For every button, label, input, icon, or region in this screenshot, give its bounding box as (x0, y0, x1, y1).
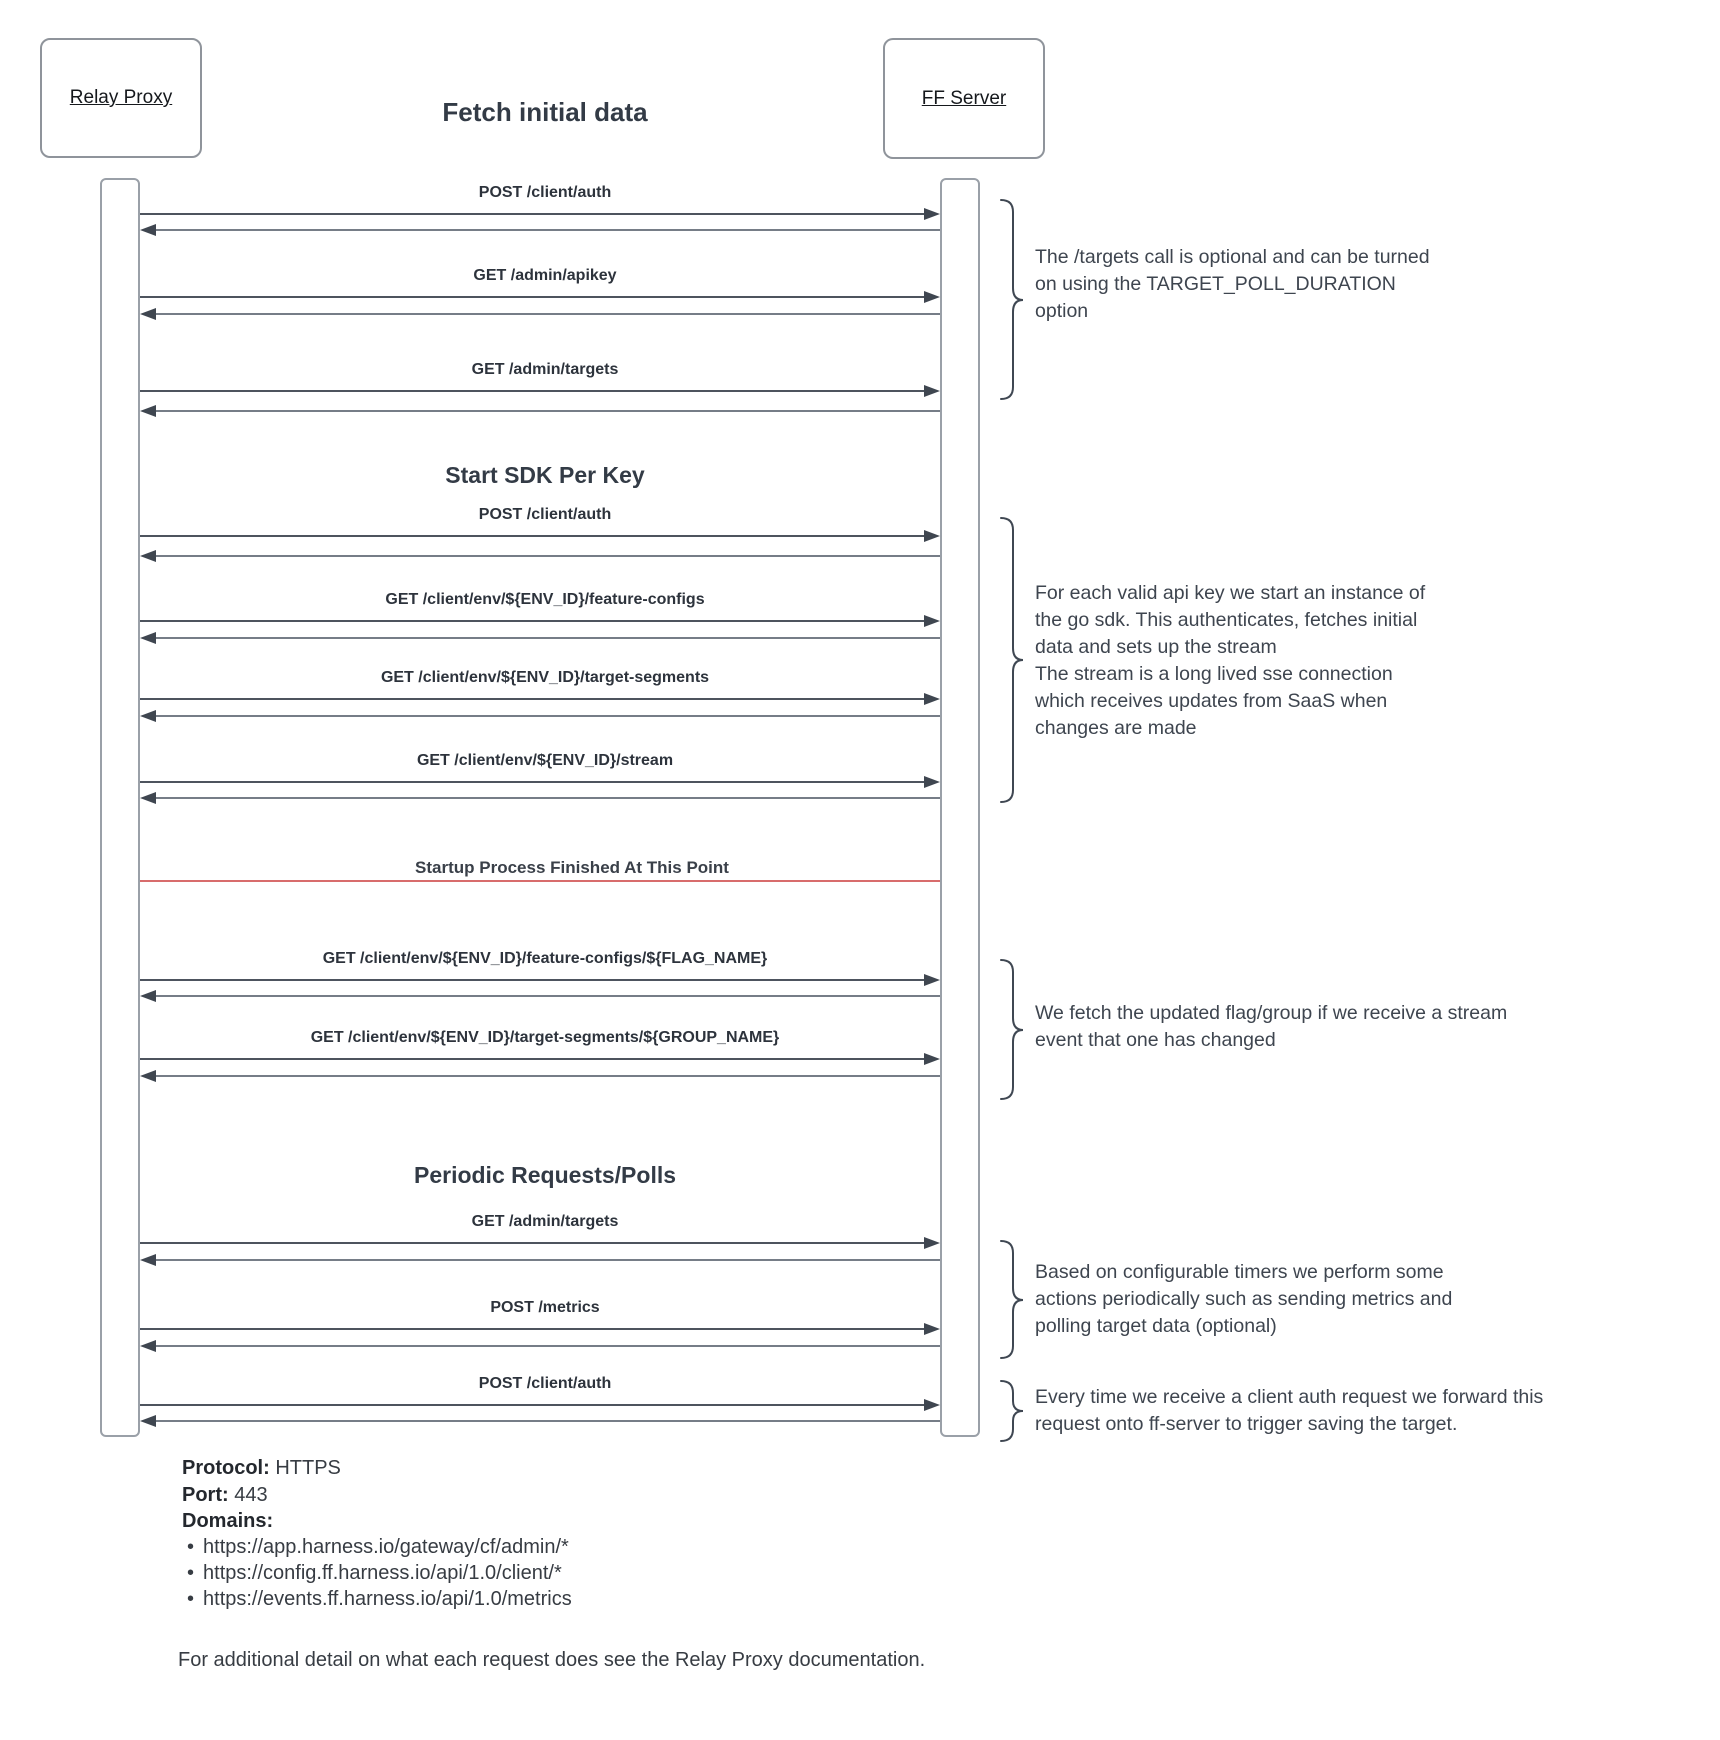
annotation-line: which receives updates from SaaS when (1035, 690, 1388, 712)
annotation-line: request onto ff-server to trigger saving… (1035, 1413, 1458, 1435)
port-value: 443 (234, 1484, 268, 1506)
protocol-row: Protocol: HTTPS (182, 1457, 341, 1480)
annotation-line: actions periodically such as sending met… (1035, 1288, 1453, 1310)
message-arrow-pair (140, 1053, 940, 1082)
message-label: GET /client/env/${ENV_ID}/target-segment… (380, 669, 710, 686)
message-label: GET /admin/targets (471, 361, 619, 378)
message-label: GET /admin/apikey (473, 267, 617, 284)
annotation-line: option (1035, 300, 1089, 322)
message-arrow-pair (140, 1323, 940, 1352)
annotation-line: changes are made (1035, 717, 1197, 739)
actor-label-ff-server: FF Server (921, 87, 1007, 109)
lifeline-bar-relay-proxy (100, 178, 140, 1437)
annotation-text: The /targets call is optional and can be… (1035, 244, 1430, 325)
message-arrow-pair (140, 1237, 940, 1266)
annotation-line: Every time we receive a client auth requ… (1035, 1386, 1544, 1408)
domain-url: https://config.ff.harness.io/api/1.0/cli… (203, 1562, 562, 1584)
section-header-start-sdk: Start SDK Per Key (445, 462, 645, 488)
annotation-line: The /targets call is optional and can be… (1035, 246, 1430, 268)
message-label: GET /client/env/${ENV_ID}/target-segment… (310, 1029, 780, 1046)
annotation-brace (1000, 959, 1024, 1100)
actor-box-relay-proxy: Relay Proxy (40, 38, 202, 158)
actor-box-ff-server: FF Server (883, 38, 1045, 159)
port-label: Port: (182, 1484, 229, 1506)
bullet-icon: • (187, 1562, 195, 1584)
section-header-periodic: Periodic Requests/Polls (413, 1162, 677, 1188)
message-arrow-pair (140, 776, 940, 804)
annotation-line: Based on configurable timers we perform … (1035, 1261, 1444, 1283)
message-label: POST /client/auth (478, 1375, 612, 1392)
message-label: GET /client/env/${ENV_ID}/feature-config… (322, 950, 768, 967)
domains-label: Domains: (182, 1510, 274, 1532)
message-arrow-pair (140, 615, 940, 644)
footer-note: For additional detail on what each reque… (178, 1649, 926, 1671)
annotation-line: the go sdk. This authenticates, fetches … (1035, 609, 1418, 631)
annotation-brace (1000, 199, 1024, 400)
message-label: GET /client/env/${ENV_ID}/feature-config… (385, 591, 705, 608)
actor-label-relay-proxy: Relay Proxy (69, 87, 173, 108)
domain-item: • https://app.harness.io/gateway/cf/admin… (187, 1536, 569, 1559)
message-arrow-pair (140, 291, 940, 320)
domain-url: https://app.harness.io/gateway/cf/admin/… (203, 1536, 569, 1558)
annotation-text: Based on configurable timers we perform … (1035, 1259, 1452, 1340)
annotation-line: polling target data (optional) (1035, 1315, 1277, 1337)
message-arrow-pair (140, 693, 940, 722)
message-arrow-pair (140, 208, 940, 236)
annotation-brace (1000, 517, 1024, 803)
message-label: GET /client/env/${ENV_ID}/stream (416, 752, 674, 769)
message-arrow-pair (140, 530, 940, 562)
message-arrow-pair (140, 385, 940, 417)
bullet-icon: • (187, 1588, 195, 1610)
message-label: POST /client/auth (478, 184, 612, 201)
bullet-icon: • (187, 1536, 195, 1558)
port-row: Port: 443 (182, 1484, 268, 1507)
annotation-brace (1000, 1380, 1024, 1442)
annotation-text: Every time we receive a client auth requ… (1035, 1384, 1543, 1438)
diagram-title: Fetch initial data (442, 97, 648, 127)
annotation-line: For each valid api key we start an insta… (1035, 582, 1426, 604)
domain-url: https://events.ff.harness.io/api/1.0/met… (203, 1588, 572, 1610)
annotation-line: data and sets up the stream (1035, 636, 1277, 658)
annotation-line: We fetch the updated flag/group if we re… (1035, 1002, 1508, 1024)
lifeline-bar-ff-server (940, 178, 980, 1437)
annotation-line: on using the TARGET_POLL_DURATION (1035, 273, 1396, 295)
startup-divider-label: Startup Process Finished At This Point (415, 858, 729, 877)
protocol-label: Protocol: (182, 1457, 270, 1479)
message-arrow-pair (140, 1399, 940, 1427)
message-arrow-pair (140, 974, 940, 1002)
annotation-line: The stream is a long lived sse connectio… (1035, 663, 1393, 685)
annotation-text: We fetch the updated flag/group if we re… (1035, 1000, 1507, 1054)
annotation-brace (1000, 1240, 1024, 1359)
domains-row: Domains: (182, 1510, 273, 1533)
protocol-value: HTTPS (275, 1457, 341, 1479)
message-label: POST /metrics (490, 1299, 600, 1316)
annotation-line: event that one has changed (1035, 1029, 1276, 1051)
domain-item: • https://config.ff.harness.io/api/1.0/cl… (187, 1562, 562, 1585)
annotation-text: For each valid api key we start an insta… (1035, 580, 1425, 742)
message-label: GET /admin/targets (471, 1213, 619, 1230)
message-label: POST /client/auth (478, 506, 612, 523)
domain-item: • https://events.ff.harness.io/api/1.0/me… (187, 1588, 572, 1611)
